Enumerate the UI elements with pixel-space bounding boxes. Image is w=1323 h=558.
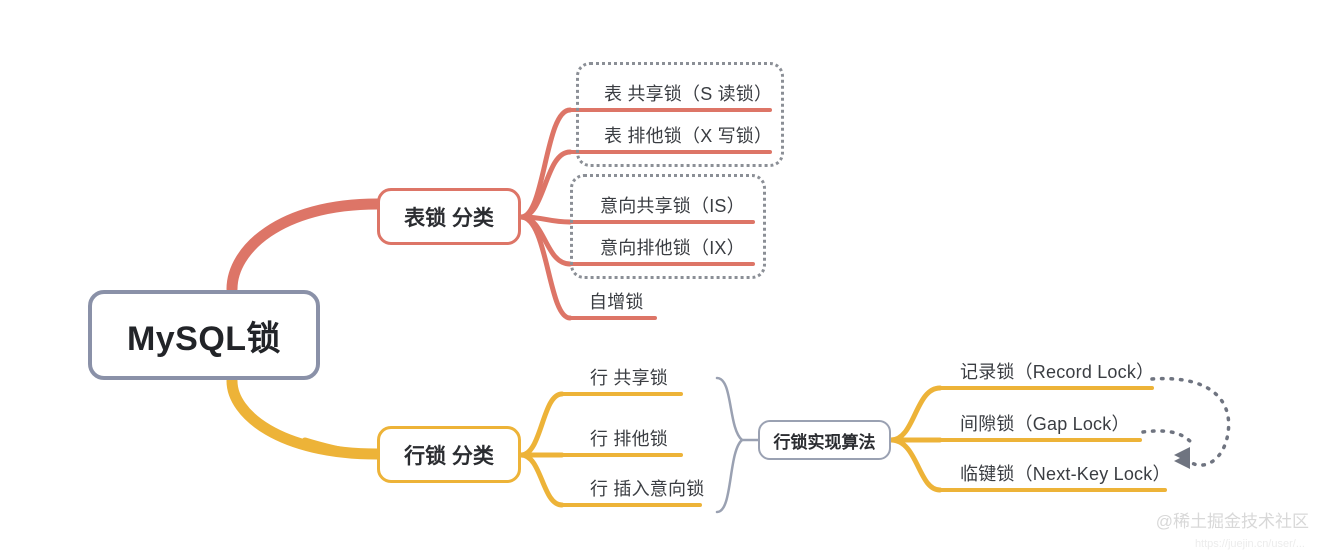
reference-arrowheads	[1174, 447, 1190, 469]
watermark-text: @稀土掘金技术社区	[1155, 512, 1309, 531]
root-node[interactable]: MySQL锁	[88, 290, 320, 380]
leaf-auto-increment-lock[interactable]: 自增锁	[589, 292, 644, 312]
wire-row-lock-fan	[518, 391, 565, 508]
reference-arrows	[1141, 376, 1231, 467]
branch-node-row-lock-algorithms-label: 行锁实现算法	[773, 432, 876, 452]
leaf-row-exclusive-lock[interactable]: 行 排他锁	[590, 429, 669, 449]
leaf-row-shared-lock[interactable]: 行 共享锁	[590, 368, 669, 388]
watermark-url: https://juejin.cn/user/...	[1194, 538, 1305, 550]
record-to-next-key-arrow	[1150, 376, 1231, 467]
leaf-gap-lock[interactable]: 间隙锁（Gap Lock）	[960, 414, 1130, 434]
branch-node-row-lock[interactable]: 行锁 分类	[377, 426, 521, 483]
wire-root-to-table-lock	[226, 198, 383, 295]
leaf-table-exclusive-lock[interactable]: 表 排他锁（X 写锁）	[604, 126, 773, 146]
group-shared-exclusive-locks	[576, 62, 784, 167]
leaf-intention-shared-lock[interactable]: 意向共享锁（IS）	[600, 196, 745, 216]
leaf-next-key-lock[interactable]: 临键锁（Next-Key Lock）	[960, 464, 1171, 484]
branch-node-row-lock-algorithms[interactable]: 行锁实现算法	[758, 420, 891, 460]
branch-node-table-lock-label: 表锁 分类	[404, 206, 494, 230]
leaf-row-insert-intention-lock[interactable]: 行 插入意向锁	[590, 479, 705, 499]
arrowhead-lower	[1174, 453, 1190, 469]
leaf-table-shared-lock[interactable]: 表 共享锁（S 读锁）	[604, 84, 773, 104]
branch-node-row-lock-label: 行锁 分类	[404, 444, 494, 468]
row-lock-brace	[715, 376, 760, 514]
wire-table-lock-fan	[518, 107, 573, 321]
branch-node-table-lock[interactable]: 表锁 分类	[377, 188, 521, 245]
root-node-label: MySQL锁	[126, 319, 282, 358]
group-intention-locks	[570, 174, 766, 279]
gap-to-next-key-arrow	[1141, 429, 1195, 446]
wire-algo-fan	[888, 385, 943, 493]
arrowhead-upper	[1174, 447, 1190, 463]
leaf-intention-exclusive-lock[interactable]: 意向排他锁（IX）	[600, 238, 745, 258]
wire-root-to-row-lock	[226, 375, 383, 460]
leaf-record-lock[interactable]: 记录锁（Record Lock）	[960, 362, 1155, 382]
